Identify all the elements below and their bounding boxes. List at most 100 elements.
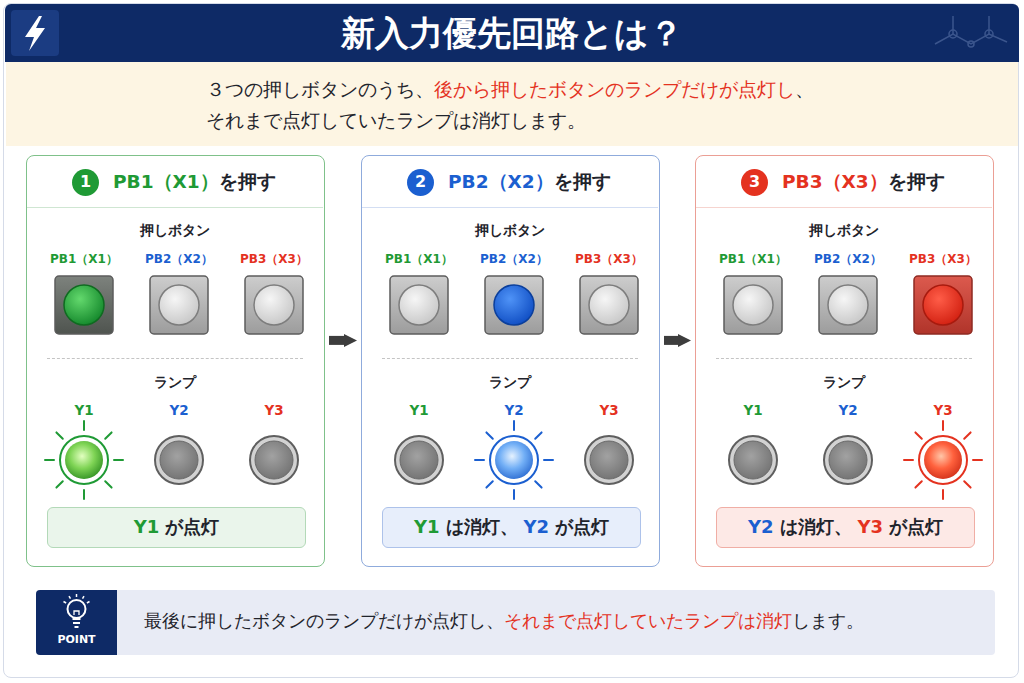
- step-panel: PB2（X2）を押す押しボタンランプ2PB1（X1）PB2（X2）PB3（X3）…: [361, 155, 660, 567]
- label-text: それまで点灯していたランプは消灯します。: [206, 110, 586, 131]
- label-text: は消灯、: [446, 516, 518, 537]
- text-line: Y3: [569, 402, 649, 418]
- label-text: 押しボタン: [475, 222, 545, 238]
- text-line: ランプ: [696, 374, 992, 391]
- text-line: PB1（X1）: [44, 252, 124, 266]
- lamp-shape: [139, 418, 219, 502]
- push-button: PB3（X3）: [569, 252, 649, 338]
- button-frame: [390, 276, 448, 334]
- light-ray: [964, 432, 970, 438]
- light-ray: [544, 459, 553, 461]
- label-text: Y1: [414, 516, 440, 537]
- result-box: Y1が点灯: [47, 507, 306, 548]
- text-line: 最後に押したボタンのランプだけが点灯し、それまで点灯していたランプは消灯します。: [144, 611, 864, 632]
- button-cap: [254, 285, 294, 325]
- lamp-rim: [395, 436, 443, 484]
- text-line: Y1: [713, 402, 793, 418]
- light-ray: [535, 432, 541, 438]
- lamp-lens: [400, 441, 438, 479]
- text-line: ランプ: [27, 374, 323, 391]
- text-line: PB3（X3）: [234, 252, 314, 266]
- button-shape: [44, 274, 124, 336]
- text-line: Y2は消灯、Y3が点灯: [717, 516, 974, 538]
- button-cap: [64, 285, 104, 325]
- push-button: PB2（X2）: [139, 252, 219, 338]
- text-line: PB3（X3）: [903, 252, 983, 266]
- step-number: 2: [407, 169, 434, 196]
- light-ray: [486, 432, 492, 438]
- label-text: それまで点灯していたランプは消灯: [504, 611, 792, 631]
- button-cap: [159, 285, 199, 325]
- title-text: 新入力優先回路とは？: [5, 13, 1019, 53]
- text-line: ランプ: [362, 374, 658, 391]
- lamp-lens: [734, 441, 772, 479]
- light-ray: [915, 481, 921, 487]
- label-text: します。: [792, 611, 864, 631]
- label-text: ランプ: [823, 374, 865, 390]
- text-line: Y1が点灯: [48, 516, 305, 538]
- point-badge: POINT: [36, 590, 117, 655]
- button-cap: [923, 285, 963, 325]
- button-frame: [724, 276, 782, 334]
- lamp-shape: [379, 418, 459, 502]
- text-line: それまで点灯していたランプは消灯します。: [206, 110, 586, 132]
- push-button: PB1（X1）: [44, 252, 124, 338]
- light-ray: [973, 459, 982, 461]
- button-frame: [819, 276, 877, 334]
- label-text: ランプ: [489, 374, 531, 390]
- indicator-lamp: Y3: [903, 402, 983, 502]
- molecule-decoration: [925, 4, 1015, 62]
- button-shape: [713, 274, 793, 336]
- text-line: PB2（X2）: [808, 252, 888, 266]
- label-text: が点灯: [555, 516, 609, 537]
- button-shape: [903, 274, 983, 336]
- light-ray: [942, 421, 944, 430]
- indicator-lamp: Y1: [713, 402, 793, 502]
- label-text: が点灯: [165, 516, 219, 537]
- dashed-divider: [382, 358, 638, 359]
- text-line: PB3（X3）を押す: [782, 171, 945, 193]
- text-line: PB1（X1）: [379, 252, 459, 266]
- light-ray: [513, 421, 515, 430]
- label-text: 、: [795, 79, 814, 100]
- label-text: Y2: [838, 402, 857, 418]
- dashed-divider: [47, 358, 303, 359]
- label-text: PB3（X3）: [909, 252, 977, 266]
- lamp-lens: [590, 441, 628, 479]
- label-text: Y1: [743, 402, 762, 418]
- push-button: PB3（X3）: [903, 252, 983, 338]
- label-text: 2: [415, 172, 426, 191]
- label-text: Y2: [504, 402, 523, 418]
- lamp-shape: [474, 418, 554, 502]
- lamp-shape: [234, 418, 314, 502]
- label-text: が点灯: [889, 516, 943, 537]
- lamp-rim: [60, 436, 108, 484]
- label-text: Y2: [169, 402, 188, 418]
- point-band: 最後に押したボタンのランプだけが点灯し、それまで点灯していたランプは消灯します。…: [36, 590, 995, 655]
- label-text: 1: [80, 172, 91, 191]
- light-ray: [56, 432, 62, 438]
- light-ray: [475, 459, 484, 461]
- light-ray: [83, 421, 85, 430]
- panel-divider: [696, 207, 992, 208]
- panel-divider: [27, 207, 323, 208]
- text-line: Y1は消灯、Y2が点灯: [383, 516, 640, 538]
- text-line: PB1（X1）を押す: [113, 171, 276, 193]
- text-line: POINT: [36, 633, 117, 646]
- push-button: PB3（X3）: [234, 252, 314, 338]
- label-text: PB1（X1）: [50, 252, 118, 266]
- lamp-rim: [919, 436, 967, 484]
- button-shape: [569, 274, 649, 336]
- text-line: Y2: [474, 402, 554, 418]
- result-box: Y2は消灯、Y3が点灯: [716, 507, 975, 548]
- label-text: Y3: [858, 516, 884, 537]
- button-frame: [580, 276, 638, 334]
- button-frame: [485, 276, 543, 334]
- lamp-rim: [490, 436, 538, 484]
- button-cap: [733, 285, 773, 325]
- button-shape: [474, 274, 554, 336]
- text-line: 押しボタン: [27, 222, 323, 239]
- button-shape: [379, 274, 459, 336]
- label-text: Y2: [748, 516, 774, 537]
- lamp-rim: [250, 436, 298, 484]
